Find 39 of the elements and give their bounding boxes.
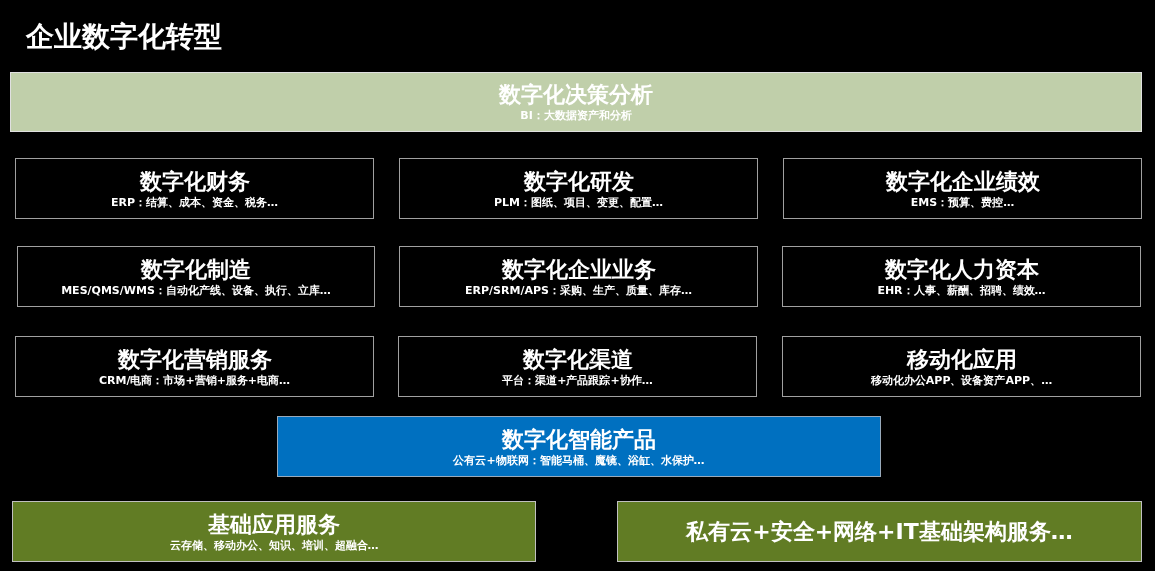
module-box xyxy=(398,336,757,397)
service-band xyxy=(617,501,1142,562)
box-subtitle: EHR：人事、薪酬、招聘、绩效… xyxy=(877,283,1046,298)
box-heading: 数字化营销服务 xyxy=(117,345,272,374)
decision-band xyxy=(10,72,1142,132)
module-box xyxy=(399,246,758,307)
box-heading: 数字化研发 xyxy=(523,167,634,196)
box-heading: 数字化财务 xyxy=(139,167,250,196)
box-heading: 私有云+安全+网络+IT基础架构服务… xyxy=(686,517,1073,546)
box-subtitle: 平台：渠道+产品跟踪+协作… xyxy=(502,373,653,388)
product-band xyxy=(277,416,881,477)
module-box xyxy=(783,158,1142,219)
page-title: 企业数字化转型 xyxy=(26,19,222,55)
box-heading: 数字化渠道 xyxy=(522,345,633,374)
module-box xyxy=(15,158,374,219)
box-subtitle: EMS：预算、费控… xyxy=(910,195,1015,210)
box-heading: 数字化决策分析 xyxy=(499,81,653,109)
box-subtitle: 云存储、移动办公、知识、培训、超融合… xyxy=(169,538,379,553)
service-band xyxy=(12,501,536,562)
box-heading: 数字化企业业务 xyxy=(501,255,656,284)
module-box xyxy=(15,336,374,397)
box-subtitle: PLM：图纸、项目、变更、配置… xyxy=(494,195,663,210)
module-box xyxy=(17,246,375,307)
box-subtitle: BI：大数据资产和分析 xyxy=(520,109,632,123)
module-box xyxy=(782,336,1141,397)
box-subtitle: ERP/SRM/APS：采购、生产、质量、库存… xyxy=(465,283,692,298)
box-subtitle: 移动化办公APP、设备资产APP、… xyxy=(870,373,1053,388)
box-subtitle: 公有云+物联网：智能马桶、魔镜、浴缸、水保护… xyxy=(453,453,705,468)
module-box xyxy=(782,246,1141,307)
box-heading: 移动化应用 xyxy=(906,345,1017,374)
box-subtitle: CRM/电商：市场+营销+服务+电商… xyxy=(98,373,291,388)
box-heading: 数字化人力资本 xyxy=(884,255,1039,284)
box-subtitle: MES/QMS/WMS：自动化产线、设备、执行、立库… xyxy=(61,283,331,298)
box-heading: 数字化制造 xyxy=(141,255,251,284)
module-box xyxy=(399,158,758,219)
box-heading: 数字化智能产品 xyxy=(502,425,656,454)
box-heading: 数字化企业绩效 xyxy=(885,167,1040,196)
box-subtitle: ERP：结算、成本、资金、税务… xyxy=(110,195,278,210)
box-heading: 基础应用服务 xyxy=(208,510,340,539)
